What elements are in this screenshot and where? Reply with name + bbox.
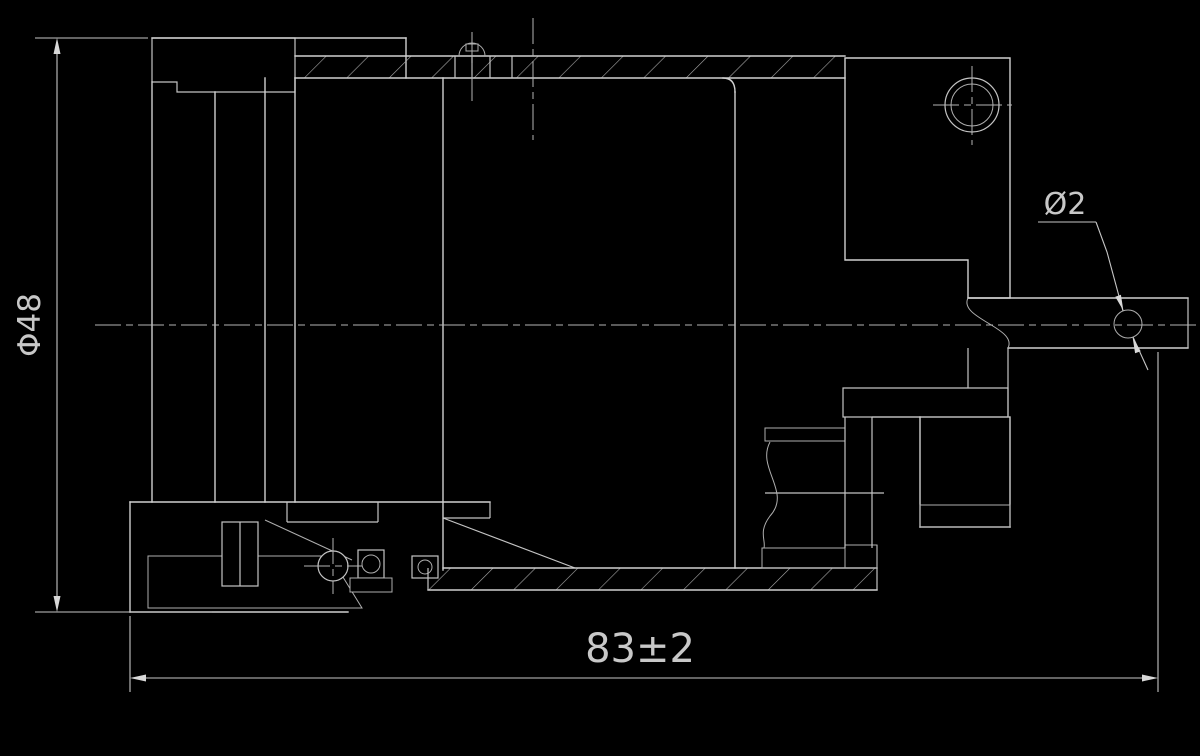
- packing-band-bottom: [761, 547, 846, 569]
- overall-length-label: 83±2: [585, 626, 695, 672]
- hatched-step-band: [842, 387, 1009, 418]
- cone-transition-line: [442, 517, 576, 569]
- orifice-circle: [1113, 309, 1143, 339]
- arrowhead: [53, 596, 61, 612]
- overall-length-dimension: 83±2: [129, 352, 1159, 692]
- hatched-cap-block: [151, 37, 296, 93]
- orifice-label: Ø2: [1044, 187, 1087, 222]
- arrowhead: [1115, 294, 1124, 311]
- bottom-tube-wall-hatch: [428, 568, 877, 590]
- break-line-2: [762, 441, 778, 549]
- section-block: [844, 57, 1011, 299]
- orifice-callout: Ø2: [1038, 187, 1149, 371]
- arrowhead: [1132, 337, 1141, 354]
- outer-diameter-dimension: Φ48: [12, 37, 212, 613]
- left-shell-section: [151, 37, 846, 503]
- hatched-base-strip: [919, 504, 1011, 528]
- arrowhead: [1142, 674, 1158, 682]
- flange-piston-detail: [129, 501, 576, 613]
- hatched-seat-block: [147, 555, 363, 609]
- main-body: [427, 77, 878, 591]
- packing-band-top: [764, 427, 846, 442]
- top-tube-wall-hatch: [295, 56, 845, 78]
- arrowhead: [130, 674, 146, 682]
- outer-diameter-label: Φ48: [12, 293, 48, 357]
- centerlines: [95, 18, 1196, 594]
- right-hatched-block: [844, 57, 1011, 299]
- lower-right-assembly: [761, 348, 1011, 569]
- break-line: [966, 297, 1010, 349]
- arrowhead: [53, 38, 61, 54]
- nozzle-tube: [966, 297, 1189, 349]
